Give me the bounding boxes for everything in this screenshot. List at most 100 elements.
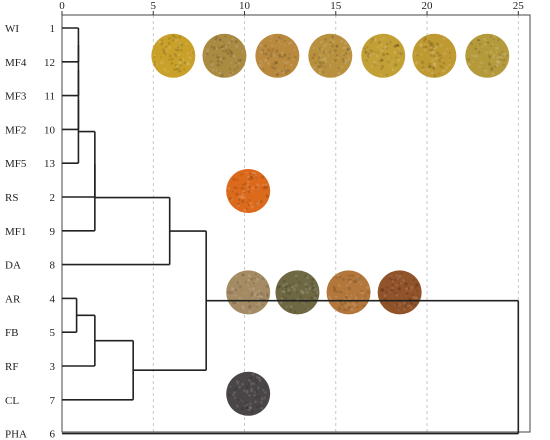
grain-tex-1-0-13 [259, 200, 263, 204]
grain-tex-0-0-27 [171, 38, 175, 42]
grain-tex-0-4-6 [381, 47, 384, 50]
grain-tex-0-2-28 [278, 36, 282, 41]
grain-tex-0-6-37 [499, 55, 503, 60]
grain-tex-0-5-7 [414, 52, 418, 56]
grain-tex-0-6-55 [483, 37, 487, 41]
grain-tex-0-3-2 [322, 50, 326, 54]
grain-tex-3-0-60 [245, 389, 249, 393]
grain-tex-0-5-69 [438, 53, 442, 57]
grain-tex-0-5-32 [431, 44, 435, 48]
grain-tex-2-1-3 [280, 301, 283, 304]
grain-tex-0-1-38 [217, 56, 220, 59]
grain-tex-2-2-0 [343, 308, 347, 312]
grain-tex-0-4-46 [370, 48, 372, 51]
grain-tex-2-2-62 [360, 291, 363, 294]
grain-tex-0-3-22 [344, 52, 348, 55]
grain-tex-0-3-31 [316, 47, 319, 50]
sample-image-row-MF4-5 [361, 33, 406, 78]
grain-tex-0-2-56 [280, 42, 283, 45]
grain-tex-1-0-69 [231, 190, 234, 193]
grain-tex-0-3-60 [318, 68, 322, 72]
grain-tex-0-0-31 [153, 60, 156, 63]
grain-tex-2-1-47 [280, 297, 284, 300]
grain-tex-0-4-30 [374, 38, 377, 41]
grain-tex-3-0-27 [247, 382, 251, 385]
grain-tex-0-5-36 [424, 45, 428, 49]
grain-tex-2-0-24 [265, 294, 267, 297]
grain-tex-0-3-24 [340, 65, 344, 69]
grain-tex-0-2-59 [261, 65, 264, 69]
grain-tex-2-2-39 [345, 305, 348, 308]
grain-tex-0-1-3 [234, 62, 237, 65]
grain-tex-0-4-42 [381, 59, 384, 62]
grain-tex-3-0-57 [251, 373, 255, 376]
grain-tex-0-3-18 [335, 44, 339, 48]
grain-tex-0-4-58 [373, 60, 376, 64]
grain-tex-0-1-50 [212, 46, 216, 50]
grain-tex-0-5-14 [443, 52, 447, 56]
grain-tex-0-2-42 [260, 50, 263, 53]
grain-tex-0-1-32 [215, 69, 219, 73]
grain-tex-0-6-18 [473, 54, 477, 58]
grain-tex-2-3-20 [414, 286, 417, 289]
grain-tex-0-3-64 [320, 47, 324, 51]
grain-tex-3-0-19 [239, 399, 242, 401]
grain-tex-2-2-38 [357, 277, 360, 280]
grain-tex-0-4-29 [389, 64, 392, 67]
grain-tex-0-2-38 [277, 36, 281, 40]
grain-tex-2-0-44 [231, 294, 234, 297]
grain-tex-0-6-14 [489, 35, 493, 39]
grain-tex-3-0-56 [241, 400, 244, 403]
grain-tex-2-0-3 [236, 281, 240, 285]
grain-tex-0-0-7 [175, 55, 178, 58]
x-tick-label-20: 20 [422, 0, 434, 12]
grain-tex-2-2-40 [337, 301, 340, 304]
grain-tex-0-5-13 [419, 43, 423, 47]
grain-tex-0-1-40 [230, 54, 234, 58]
grain-tex-0-1-9 [234, 40, 239, 44]
grain-tex-0-5-28 [427, 39, 431, 44]
grain-tex-0-2-37 [264, 44, 267, 47]
grain-tex-0-1-15 [220, 45, 224, 49]
grain-tex-0-6-5 [494, 64, 498, 68]
grain-tex-0-0-59 [185, 62, 189, 66]
grain-tex-2-2-6 [343, 301, 347, 305]
grain-tex-0-1-47 [239, 58, 243, 61]
grain-tex-2-2-22 [358, 278, 360, 281]
grain-tex-0-2-15 [267, 48, 271, 52]
grain-tex-0-0-15 [175, 47, 178, 50]
grain-tex-0-2-1 [274, 61, 278, 65]
grain-tex-1-0-26 [233, 186, 237, 190]
grain-tex-0-0-25 [186, 60, 189, 64]
grain-tex-3-0-5 [260, 401, 263, 404]
leaf-label-fb: FB [5, 327, 18, 339]
grain-tex-2-3-55 [395, 284, 398, 287]
grain-tex-0-4-27 [366, 45, 369, 49]
grain-tex-0-0-20 [179, 70, 182, 73]
grain-tex-0-6-13 [495, 46, 499, 50]
grain-tex-0-5-30 [415, 61, 419, 64]
grain-tex-2-1-23 [291, 285, 295, 289]
grain-tex-1-0-3 [264, 185, 267, 188]
grain-tex-2-1-60 [282, 283, 286, 287]
leaf-label-wi: WI [5, 23, 19, 35]
grain-tex-0-2-53 [267, 62, 270, 65]
grain-tex-0-2-58 [262, 68, 265, 71]
grain-tex-0-4-69 [391, 68, 395, 72]
grain-tex-0-6-0 [475, 54, 479, 58]
grain-tex-1-0-30 [243, 191, 246, 194]
grain-tex-2-2-18 [358, 280, 362, 284]
grain-tex-1-0-19 [247, 188, 250, 191]
grain-tex-2-2-56 [333, 289, 337, 293]
grain-tex-0-4-65 [387, 56, 392, 60]
grain-tex-0-0-30 [162, 43, 166, 47]
grain-tex-2-2-2 [339, 290, 342, 293]
grain-tex-0-4-17 [394, 45, 397, 48]
grain-tex-0-4-55 [366, 54, 370, 58]
grain-tex-0-1-68 [205, 48, 210, 53]
grain-tex-1-0-10 [245, 171, 248, 174]
grain-tex-0-5-1 [433, 56, 436, 59]
grain-tex-0-1-17 [216, 63, 220, 67]
grain-tex-1-0-25 [243, 182, 247, 186]
